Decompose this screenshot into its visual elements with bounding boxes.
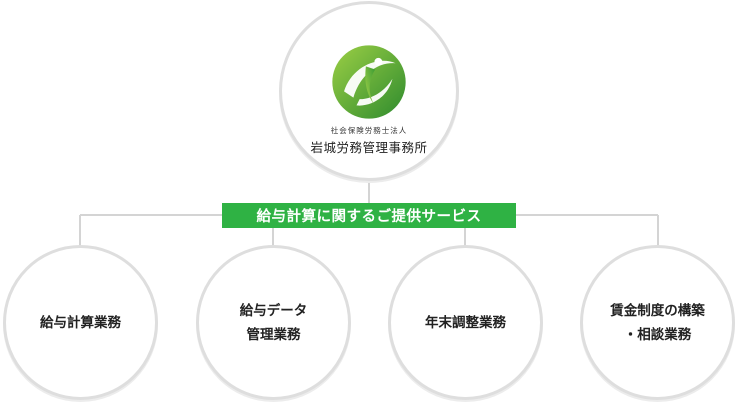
service-label: 給与計算業務 [40,314,121,331]
service-label: 賃金制度の構築 [610,302,705,319]
service-circle-wage-system: 賃金制度の構築 ・相談業務 [580,245,735,400]
firm-name: 岩城労務管理事務所 [310,139,428,155]
service-label: 給与データ [239,302,308,319]
service-circle-payroll: 給与計算業務 [3,245,158,400]
services-banner: 給与計算に関するご提供サービス [222,203,516,228]
service-label: 管理業務 [246,326,301,343]
service-label: ・相談業務 [623,326,692,343]
service-circle-year-end: 年末調整業務 [388,245,543,400]
service-circle-payroll-data: 給与データ 管理業務 [196,245,351,400]
service-label: 年末調整業務 [425,314,506,331]
firm-subtitle: 社会保険労務士法人 [330,125,408,135]
firm-logo-icon [332,44,406,119]
firm-circle: 社会保険労務士法人 岩城労務管理事務所 [279,1,459,181]
